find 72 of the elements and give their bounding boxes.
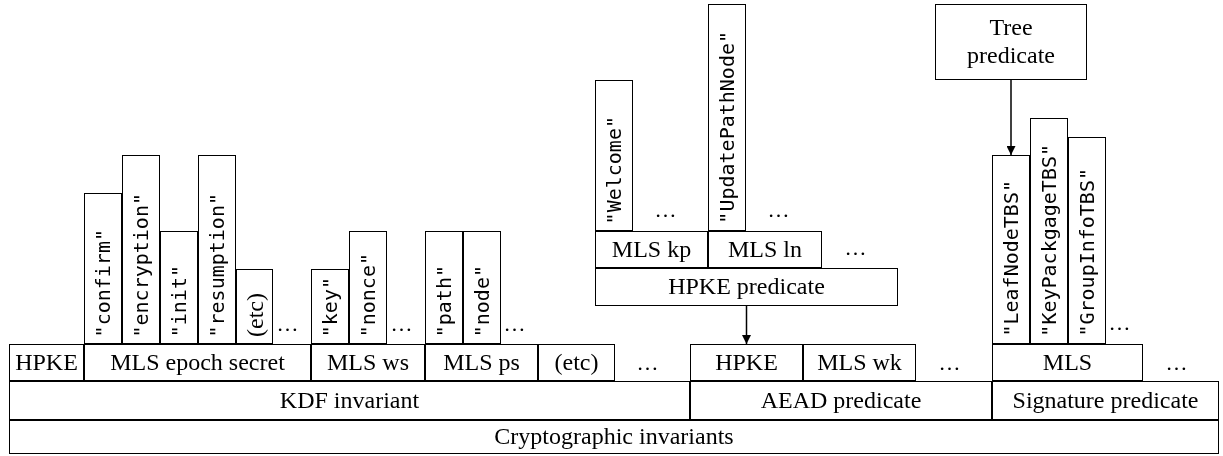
string-literal: "nonce": [358, 252, 378, 337]
ellipsis: …: [390, 311, 416, 337]
box-label: AEAD predicate: [760, 386, 922, 415]
quoted-string-box: [1068, 137, 1106, 344]
component-box: [425, 344, 538, 381]
layer-box: [9, 381, 690, 420]
component-box: [538, 344, 615, 381]
ellipsis: …: [636, 350, 662, 376]
arrow: [1006, 79, 1016, 156]
string-literal: "path": [434, 264, 454, 337]
string-literal: "GroupInfoTBS": [1077, 168, 1097, 337]
component-box: [84, 344, 311, 381]
component-box: [708, 231, 822, 268]
etc-box: [236, 269, 273, 344]
box-label: Signature predicate: [1012, 386, 1199, 415]
ellipsis: …: [938, 350, 964, 376]
box-label: MLS ln: [728, 235, 802, 264]
box-label: HPKE: [15, 348, 78, 377]
string-literal: "Welcome": [604, 115, 624, 224]
string-literal: "LeafNodeTBS": [1001, 180, 1021, 337]
string-literal: "key": [320, 276, 340, 337]
layer-box: [9, 420, 1219, 454]
box-label: MLS: [1042, 348, 1093, 377]
quoted-string-box: [463, 231, 501, 344]
box-label: (etc): [554, 348, 599, 377]
quoted-string-box: [992, 155, 1030, 344]
component-box: [690, 344, 803, 381]
layer-box: [992, 381, 1219, 420]
quoted-string-box: [160, 231, 198, 344]
component-box: [803, 344, 916, 381]
box-label: HPKE predicate: [668, 273, 825, 301]
string-literal: "resumption": [207, 192, 227, 337]
quoted-string-box: [122, 155, 160, 344]
predicate-box: [935, 4, 1087, 80]
string-literal: "node": [472, 264, 492, 337]
box-label: MLS ps: [443, 348, 520, 377]
ellipsis: …: [767, 197, 793, 223]
ellipsis: …: [1108, 310, 1134, 336]
component-box: [311, 344, 425, 381]
quoted-string-box: [349, 231, 387, 344]
layer-box: [690, 381, 992, 420]
string-literal: "confirm": [93, 228, 113, 337]
box-label: Tree predicate: [966, 14, 1056, 70]
ellipsis: …: [276, 311, 302, 337]
ellipsis: …: [1165, 350, 1191, 376]
component-box: [992, 344, 1143, 381]
quoted-string-box: [1030, 118, 1068, 344]
ellipsis: …: [654, 197, 680, 223]
quoted-string-box: [425, 231, 463, 344]
quoted-string-box: [595, 80, 633, 231]
box-label: MLS wk: [817, 348, 902, 377]
component-box: [9, 344, 84, 381]
string-literal: "encryption": [131, 192, 151, 337]
box-label: MLS ws: [327, 348, 409, 377]
ellipsis: …: [844, 235, 870, 261]
string-literal: "UpdatePathNode": [717, 31, 737, 224]
arrow: [742, 305, 751, 345]
component-box: [595, 231, 708, 268]
string-literal: (etc): [242, 293, 267, 337]
string-literal: "init": [169, 264, 189, 337]
ellipsis: …: [503, 311, 529, 337]
component-box: [595, 268, 898, 306]
box-label: MLS epoch secret: [110, 348, 285, 377]
string-literal: "KeyPackgageTBS": [1039, 144, 1059, 337]
box-label: MLS kp: [611, 235, 692, 264]
box-label: Cryptographic invariants: [494, 423, 734, 451]
box-label: KDF invariant: [279, 386, 420, 415]
box-label: HPKE: [715, 348, 778, 377]
quoted-string-box: [311, 269, 349, 344]
quoted-string-box: [84, 193, 122, 344]
quoted-string-box: [708, 4, 746, 231]
quoted-string-box: [198, 155, 236, 344]
